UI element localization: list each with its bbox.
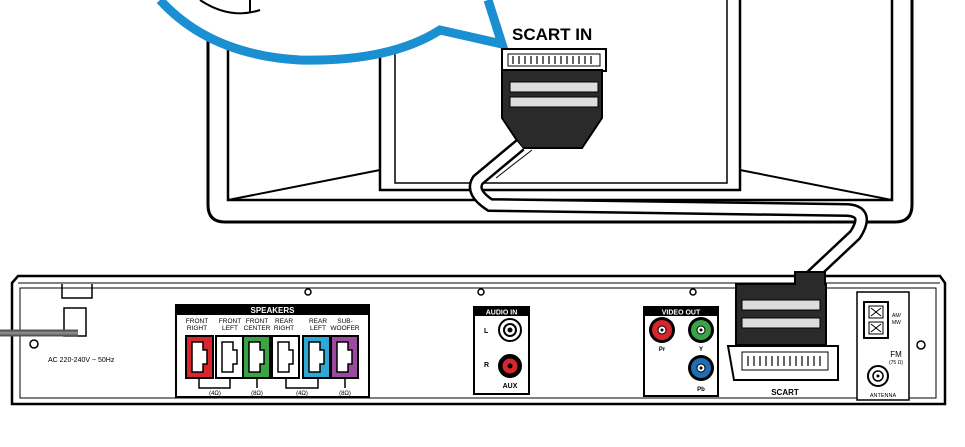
video-out-header: VIDEO OUT bbox=[662, 310, 701, 317]
scart-label: SCART bbox=[771, 388, 799, 397]
scart-in-label: SCART IN bbox=[512, 25, 592, 44]
speaker-terminal-subwoofer[interactable] bbox=[330, 335, 359, 379]
audio-in-right-jack[interactable] bbox=[498, 354, 522, 378]
speaker-label-front-right-1: FRONT bbox=[186, 318, 208, 325]
fm-ohm-label: (75 Ω) bbox=[889, 360, 903, 366]
antenna-block: AM/ MW FM (75 Ω) ANTENNA bbox=[856, 291, 910, 401]
am-label: AM/ bbox=[892, 313, 902, 319]
screw-left bbox=[29, 339, 39, 349]
y-label: Y bbox=[699, 347, 703, 353]
mw-label: MW bbox=[892, 320, 901, 326]
pr-label: Pr bbox=[659, 347, 666, 353]
speaker-terminal-front-right[interactable] bbox=[185, 335, 214, 379]
tv-scart-plug bbox=[501, 69, 603, 149]
speakers-header: SPEAKERS bbox=[250, 306, 295, 315]
fm-label: FM bbox=[890, 350, 902, 359]
speaker-terminal-front-center[interactable] bbox=[242, 335, 271, 379]
speaker-label-rear-left-2: LEFT bbox=[310, 325, 326, 332]
speakers-block: SPEAKERS FRONT RIGHT FRONT LEFT FRONT CE… bbox=[175, 304, 370, 398]
speaker-label-rear-right-2: RIGHT bbox=[274, 325, 294, 332]
audio-in-block: AUDIO IN L R AUX bbox=[473, 306, 530, 395]
impedance-center: (8Ω) bbox=[251, 391, 263, 397]
speaker-label-front-left-1: FRONT bbox=[219, 318, 241, 325]
video-out-y-jack[interactable] bbox=[688, 317, 714, 343]
speaker-label-front-center-2: CENTER bbox=[244, 325, 271, 332]
aux-label: AUX bbox=[503, 383, 518, 390]
impedance-rear: (4Ω) bbox=[296, 391, 308, 397]
speaker-label-front-center-1: FRONT bbox=[246, 318, 268, 325]
screw-right bbox=[916, 340, 926, 350]
speaker-label-front-left-2: LEFT bbox=[222, 325, 238, 332]
video-out-pb-jack[interactable] bbox=[688, 355, 714, 381]
video-out-pr-jack[interactable] bbox=[649, 317, 675, 343]
speaker-label-front-right-2: RIGHT bbox=[187, 325, 207, 332]
audio-in-left-jack[interactable] bbox=[498, 318, 522, 342]
speaker-label-subwoofer-2: WOOFER bbox=[330, 325, 360, 332]
audio-in-header: AUDIO IN bbox=[486, 310, 518, 317]
ac-label: AC 220-240V ~ 50Hz bbox=[48, 357, 115, 364]
fm-antenna-jack[interactable] bbox=[867, 365, 889, 387]
impedance-sub: (8Ω) bbox=[339, 391, 351, 397]
speaker-terminal-rear-left[interactable] bbox=[302, 335, 331, 379]
speaker-label-rear-right-1: REAR bbox=[275, 318, 293, 325]
video-out-block: VIDEO OUT Pr Y Pb bbox=[643, 306, 719, 397]
audio-in-left-label: L bbox=[484, 328, 489, 335]
audio-in-right-label: R bbox=[484, 362, 489, 369]
impedance-front: (4Ω) bbox=[209, 391, 221, 397]
speaker-terminal-rear-right[interactable] bbox=[271, 335, 300, 379]
player-scart-port[interactable] bbox=[726, 345, 839, 381]
pb-label: Pb bbox=[697, 387, 705, 393]
am-mw-terminal[interactable] bbox=[863, 301, 889, 339]
tv-scart-in-port[interactable] bbox=[501, 48, 607, 72]
power-cord bbox=[0, 284, 93, 337]
speaker-terminal-front-left[interactable] bbox=[215, 335, 244, 379]
callout-outline bbox=[156, 0, 509, 65]
antenna-label: ANTENNA bbox=[870, 393, 897, 399]
speaker-label-rear-left-1: REAR bbox=[309, 318, 327, 325]
callout-bubble bbox=[156, 0, 509, 65]
scart-cable bbox=[468, 139, 869, 288]
speaker-label-subwoofer-1: SUB- bbox=[337, 318, 353, 325]
